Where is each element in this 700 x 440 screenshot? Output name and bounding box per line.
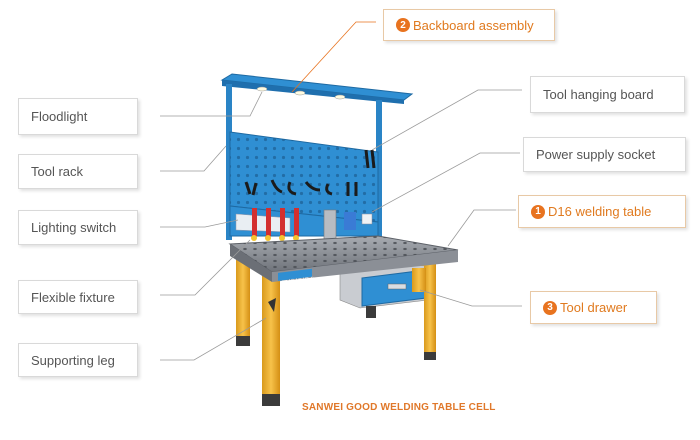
label-text: Power supply socket (536, 147, 656, 162)
leader-lines (160, 21, 522, 361)
label-text: Floodlight (31, 109, 88, 124)
label-text: D16 welding table (548, 204, 652, 219)
label-supporting-leg: Supporting leg (18, 343, 138, 377)
floodlight-canopy (220, 73, 414, 240)
label-tool-drawer: 3 Tool drawer (530, 291, 657, 324)
label-d16-welding-table: 1 D16 welding table (518, 195, 686, 228)
label-backboard-assembly: 2 Backboard assembly (383, 9, 555, 41)
number-badge: 2 (396, 18, 410, 32)
number-badge: 3 (543, 300, 557, 315)
figure-caption: SANWEI GOOD WELDING TABLE CELL (302, 402, 496, 413)
label-power-supply-socket: Power supply socket (523, 137, 686, 172)
label-text: Flexible fixture (31, 289, 115, 305)
pegboard (229, 131, 379, 223)
label-text: Lighting switch (31, 220, 117, 235)
number-badge: 1 (531, 204, 545, 219)
label-text: Tool rack (31, 164, 84, 179)
clamps (251, 208, 299, 241)
label-text: Backboard assembly (413, 17, 534, 33)
label-tool-hanging-board: Tool hanging board (530, 76, 685, 113)
label-floodlight: Floodlight (18, 98, 138, 135)
label-tool-rack: Tool rack (18, 154, 138, 189)
label-flexible-fixture: Flexible fixture (18, 280, 138, 314)
d16-table-top (228, 235, 459, 282)
label-text: Tool drawer (560, 300, 628, 315)
label-text: Tool hanging board (543, 87, 654, 102)
label-text: Supporting leg (31, 352, 115, 368)
hanging-tools (244, 149, 376, 196)
tool-drawer-body (339, 263, 429, 309)
label-lighting-switch: Lighting switch (18, 210, 138, 245)
